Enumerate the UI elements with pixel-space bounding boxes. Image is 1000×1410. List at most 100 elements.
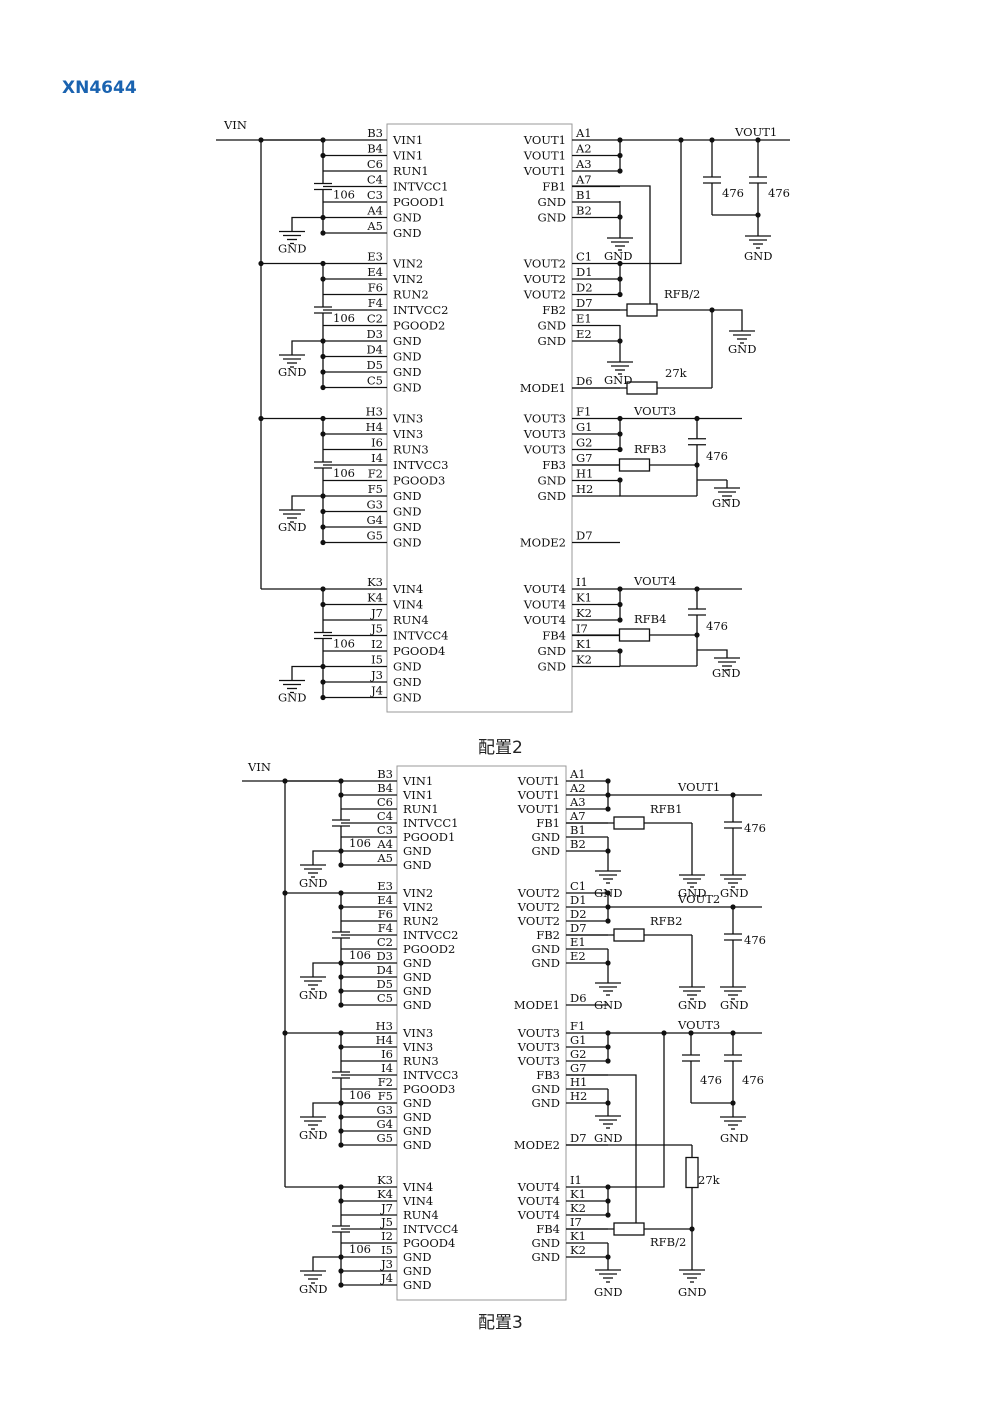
ground-symbol xyxy=(595,977,621,996)
ball-label: C1 xyxy=(576,250,592,264)
ball-label: H3 xyxy=(376,1019,393,1033)
pin-name: GND xyxy=(393,334,421,348)
ball-label: D5 xyxy=(366,358,383,372)
ball-label: F5 xyxy=(378,1089,393,1103)
ball-label: C3 xyxy=(377,823,393,837)
ground-symbol xyxy=(595,1264,621,1283)
ball-label: K2 xyxy=(576,606,592,620)
junction-dot xyxy=(605,1044,611,1050)
ball-label: A3 xyxy=(569,795,586,809)
pin-name: GND xyxy=(403,998,431,1012)
ball-label: B3 xyxy=(377,767,393,781)
junction-dot xyxy=(338,1268,344,1274)
ground-symbol xyxy=(720,1111,746,1130)
pin-name: VIN1 xyxy=(392,133,423,147)
ball-label: H2 xyxy=(576,482,593,496)
res-label: RFB2 xyxy=(650,914,682,928)
ball-label: J3 xyxy=(370,668,383,682)
pin-name: VOUT4 xyxy=(523,598,566,612)
pin-name: VOUT1 xyxy=(517,802,560,816)
ball-label: D2 xyxy=(576,281,593,295)
pin-name: VOUT1 xyxy=(517,788,560,802)
ground-symbol xyxy=(300,1265,326,1284)
pin-name: FB1 xyxy=(536,816,560,830)
ball-label: I1 xyxy=(576,575,588,589)
gnd-label: GND xyxy=(594,886,622,900)
vout3-label: VOUT3 xyxy=(633,404,676,418)
pin-name: RUN1 xyxy=(403,802,439,816)
pin-name: GND xyxy=(393,660,421,674)
junction-dot xyxy=(320,679,326,685)
junction-dot xyxy=(730,1100,736,1106)
ball-label: B2 xyxy=(576,204,592,218)
pin-name: VOUT2 xyxy=(517,886,560,900)
ball-label: D7 xyxy=(576,529,593,543)
pin-name: MODE1 xyxy=(514,998,560,1012)
pin-name: VIN3 xyxy=(402,1026,433,1040)
pin-name: GND xyxy=(532,956,560,970)
ball-label: G3 xyxy=(366,498,383,512)
pin-name: VIN2 xyxy=(402,886,433,900)
ball-label: G7 xyxy=(576,451,593,465)
pin-name: VOUT3 xyxy=(517,1026,560,1040)
pin-name: GND xyxy=(403,1250,431,1264)
ball-label: G2 xyxy=(570,1047,587,1061)
ball-label: E1 xyxy=(576,312,592,326)
ball-label: J5 xyxy=(380,1215,393,1229)
pin-name: GND xyxy=(393,226,421,240)
ball-label: G2 xyxy=(576,436,593,450)
ball-label: J5 xyxy=(370,622,383,636)
ball-label: I2 xyxy=(381,1229,393,1243)
ball-label: C1 xyxy=(570,879,586,893)
junction-dot xyxy=(338,862,344,868)
ground-symbol xyxy=(279,674,305,694)
gnd-label: GND xyxy=(678,998,706,1012)
junction-dot xyxy=(320,230,326,236)
pin-name: GND xyxy=(403,984,431,998)
pin-name: GND xyxy=(532,830,560,844)
pin-name: VOUT3 xyxy=(517,1040,560,1054)
resistor-symbol xyxy=(618,458,651,472)
ball-label: C6 xyxy=(367,157,383,171)
ball-label: H4 xyxy=(376,1033,393,1047)
pin-name: VOUT4 xyxy=(517,1194,560,1208)
ball-label: A5 xyxy=(366,219,383,233)
ball-label: G7 xyxy=(570,1061,587,1075)
pin-name: INTVCC1 xyxy=(393,180,449,194)
pin-name: FB2 xyxy=(542,303,566,317)
ball-label: G5 xyxy=(366,529,383,543)
ball-label: K1 xyxy=(576,637,592,651)
ground-symbol xyxy=(679,981,705,1000)
ball-label: D5 xyxy=(376,977,393,991)
ball-label: C5 xyxy=(367,374,383,388)
pin-name: INTVCC4 xyxy=(393,629,449,643)
pin-name: RUN2 xyxy=(403,914,439,928)
ball-label: H2 xyxy=(570,1089,587,1103)
pin-name: FB4 xyxy=(536,1222,560,1236)
junction-dot xyxy=(617,617,623,623)
cap-value-label: 106 xyxy=(333,311,355,325)
ball-label: G3 xyxy=(376,1103,393,1117)
ball-label: E4 xyxy=(377,893,393,907)
gnd-label: GND xyxy=(604,373,632,387)
ball-label: B2 xyxy=(570,837,586,851)
pin-name: PGOOD4 xyxy=(403,1236,455,1250)
gnd-label: GND xyxy=(299,988,327,1002)
pin-name: GND xyxy=(403,1124,431,1138)
junction-dot xyxy=(605,1254,611,1260)
junction-dot xyxy=(320,369,326,375)
ball-label: A5 xyxy=(376,851,393,865)
cap-value-label: 106 xyxy=(349,1088,371,1102)
ground-symbol xyxy=(279,504,305,523)
junction-dot xyxy=(617,338,623,344)
ball-label: A1 xyxy=(575,126,592,140)
pin-name: GND xyxy=(538,474,566,488)
pin-name: MODE2 xyxy=(520,536,566,550)
pin-name: GND xyxy=(538,319,566,333)
pin-name: RUN3 xyxy=(403,1054,439,1068)
pin-name: PGOOD1 xyxy=(403,830,455,844)
junction-dot xyxy=(338,1114,344,1120)
ball-label: K3 xyxy=(367,575,383,589)
ball-label: E2 xyxy=(576,327,592,341)
gnd-label: GND xyxy=(720,886,748,900)
